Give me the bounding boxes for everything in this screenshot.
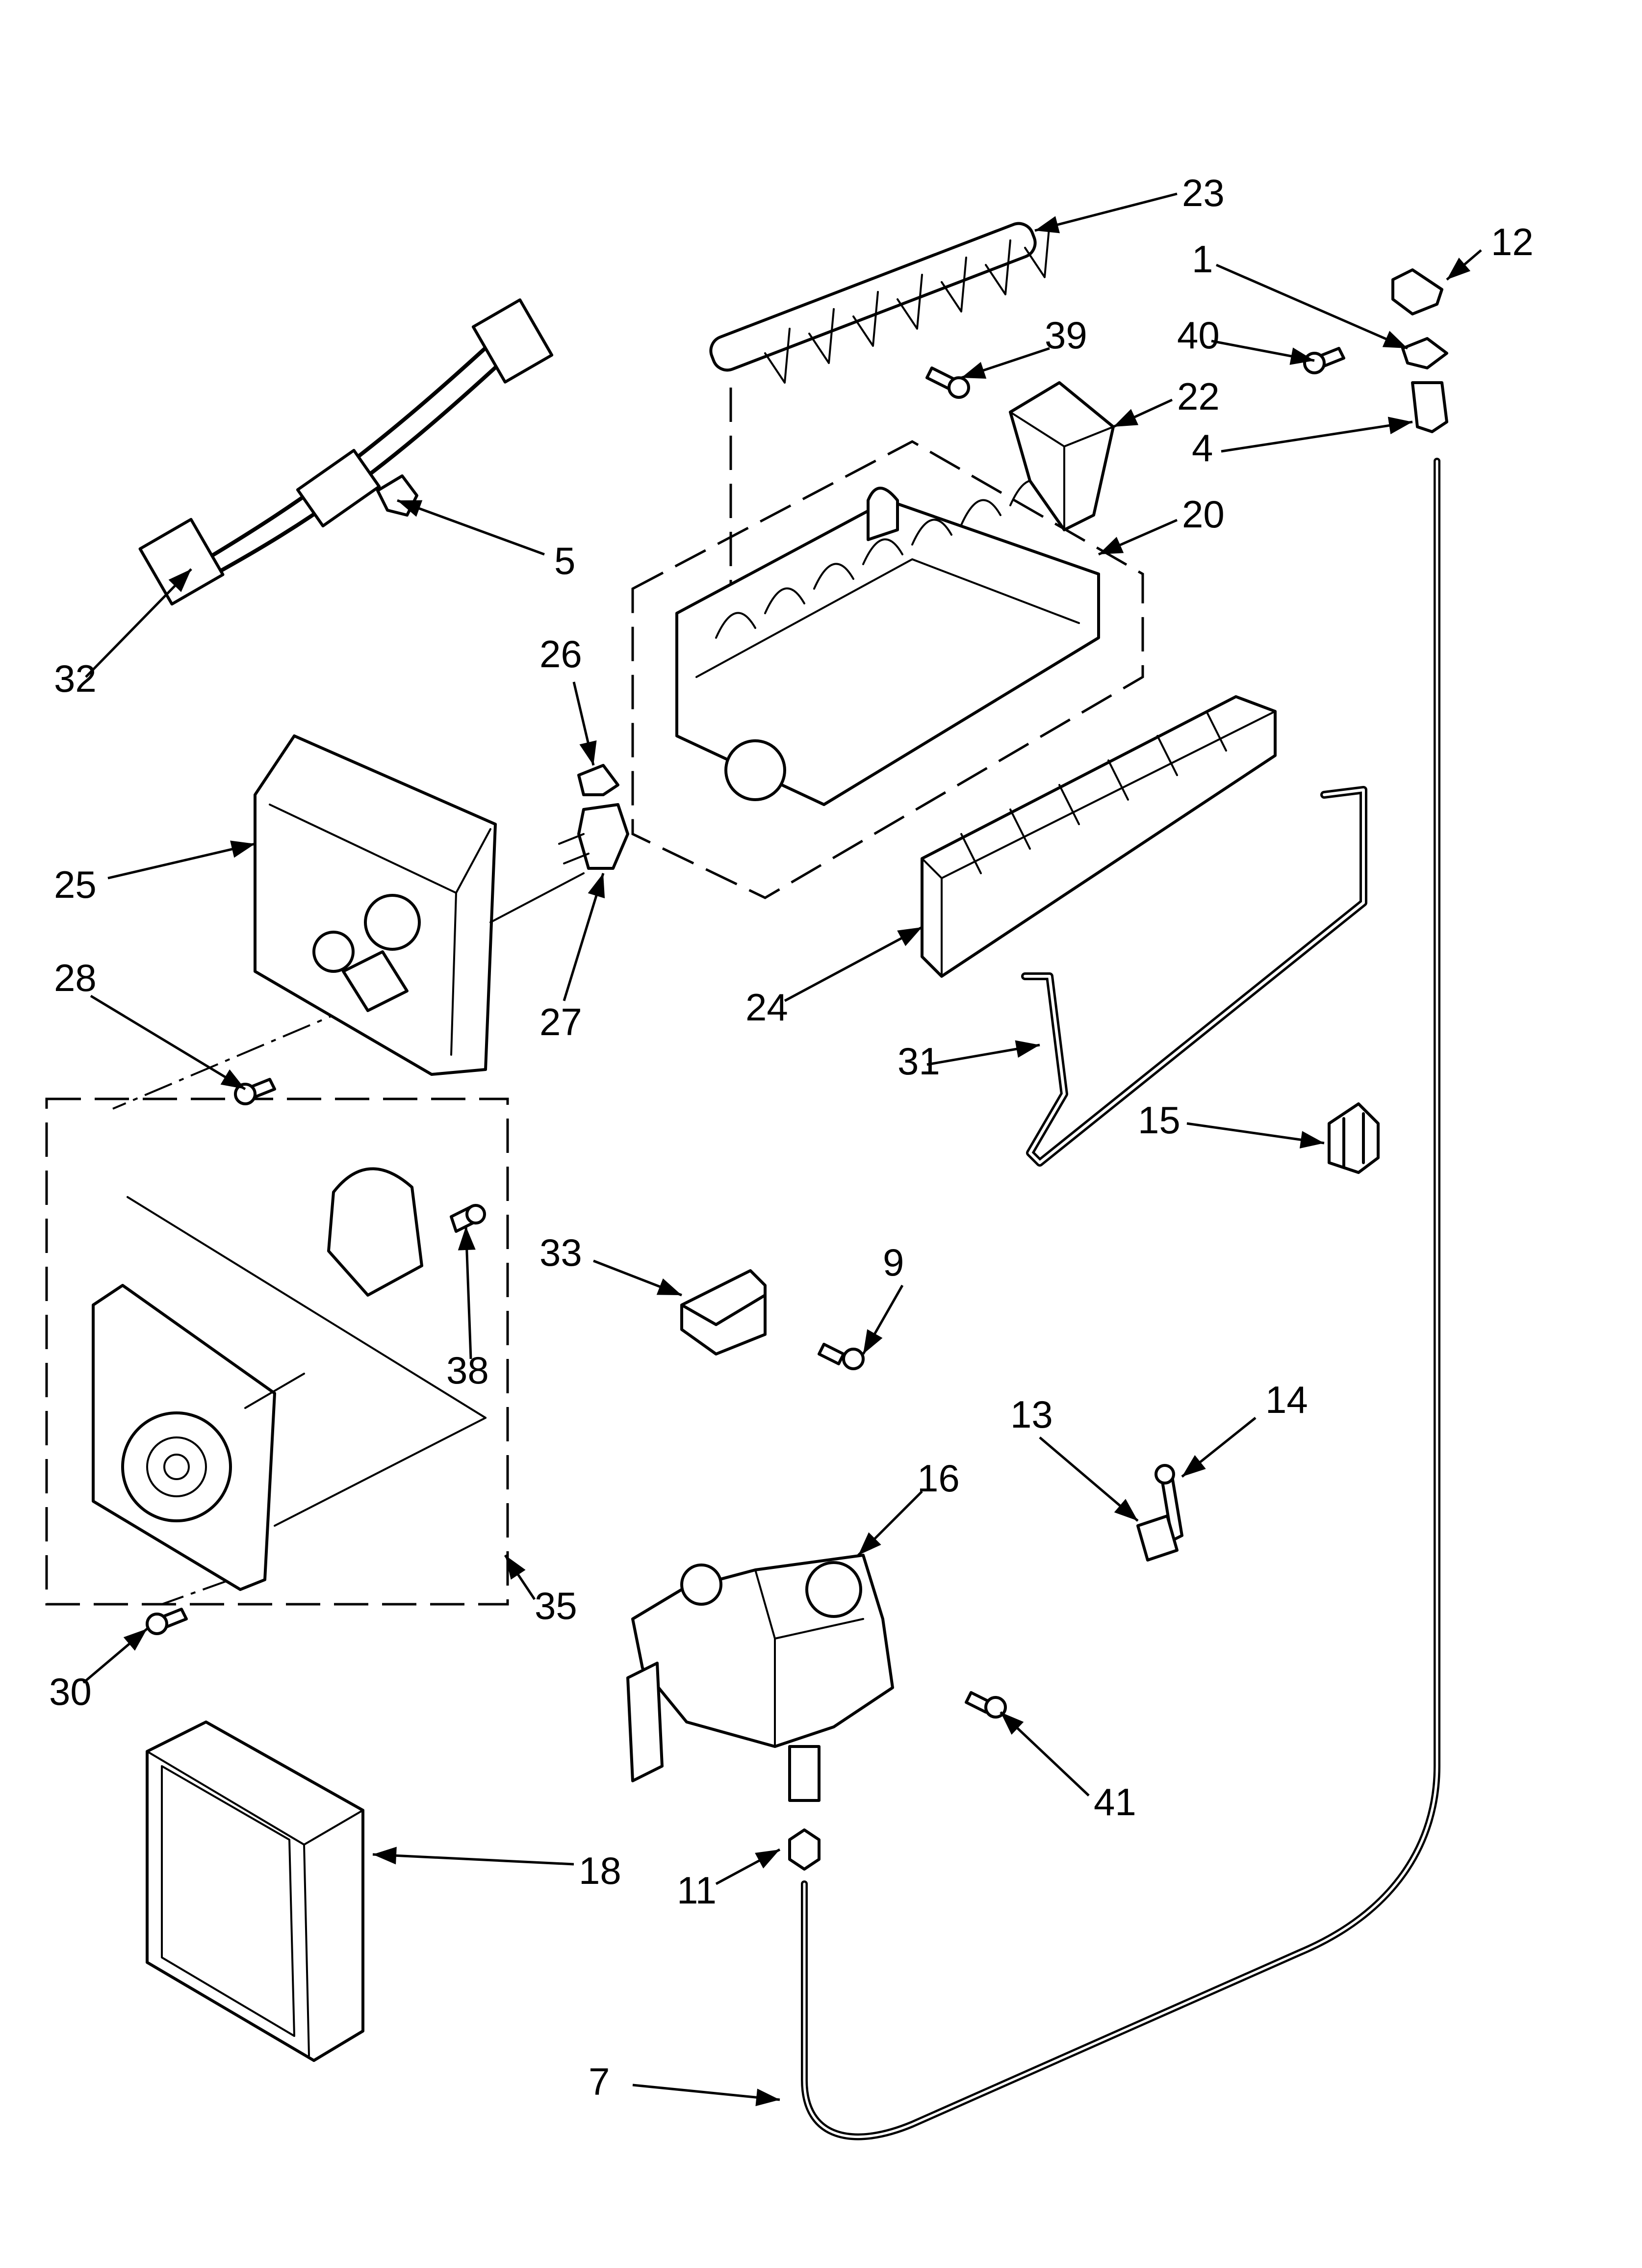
- callout-5: 5: [554, 539, 575, 582]
- nut-part-11: [788, 1828, 821, 1871]
- leader-arrowhead: [373, 1847, 397, 1865]
- grommet-part-4: [1411, 381, 1448, 433]
- callout-13: 13: [1010, 1393, 1053, 1436]
- leader-arrowhead: [1113, 409, 1139, 427]
- callout-7: 7: [589, 2060, 610, 2103]
- callout-18: 18: [579, 1849, 621, 1892]
- callout-labels: 23 12 1 39 40 22 4 5 20 32 26 25 28 27 2…: [49, 171, 1534, 2103]
- leader-arrowhead: [220, 1069, 245, 1089]
- callout-39: 39: [1045, 313, 1087, 357]
- leader-arrowhead: [123, 1629, 147, 1651]
- screw-part-39: [925, 366, 970, 399]
- leader-line: [372, 1853, 574, 1866]
- callout-22: 22: [1177, 375, 1220, 418]
- leader-arrowhead: [579, 740, 597, 765]
- leader-line: [85, 568, 192, 678]
- callout-27: 27: [539, 1000, 582, 1043]
- callout-33: 33: [539, 1231, 582, 1274]
- leader-line: [1216, 263, 1408, 350]
- leader-arrowhead: [755, 1850, 780, 1869]
- leader-line: [1221, 420, 1413, 453]
- leader-arrowhead: [961, 362, 987, 379]
- leader-arrowhead: [397, 500, 423, 517]
- callout-12: 12: [1491, 220, 1534, 263]
- callout-24: 24: [745, 986, 788, 1029]
- leader-arrowhead: [458, 1226, 476, 1251]
- wire-harness-part-32: [138, 298, 554, 606]
- ejector-part-23: [709, 222, 1051, 384]
- leader-arrowhead: [1182, 1455, 1206, 1477]
- callout-26: 26: [539, 632, 582, 676]
- callout-4: 4: [1192, 426, 1213, 469]
- callout-28: 28: [54, 956, 97, 999]
- callout-35: 35: [535, 1584, 577, 1627]
- leader-line: [90, 994, 246, 1091]
- callout-31: 31: [898, 1040, 940, 1083]
- callout-16: 16: [917, 1457, 960, 1500]
- callout-38: 38: [446, 1349, 489, 1392]
- motor-part-27: [489, 803, 629, 923]
- leader-arrowhead: [588, 873, 605, 899]
- leader-arrowhead: [1001, 1712, 1024, 1735]
- leader-arrowhead: [1099, 537, 1124, 554]
- leader-arrowhead: [505, 1555, 526, 1580]
- leader-arrowhead: [858, 1532, 881, 1555]
- callout-1: 1: [1192, 237, 1213, 281]
- leader-arrowhead: [1035, 216, 1060, 234]
- leader-line: [784, 926, 923, 1002]
- leader-arrowhead: [755, 2088, 780, 2107]
- callout-40: 40: [1177, 313, 1220, 357]
- leader-arrowhead: [1387, 417, 1412, 435]
- plug-part-26: [577, 764, 619, 796]
- screw-part-38: [450, 1204, 486, 1233]
- callout-23: 23: [1182, 171, 1225, 214]
- water-tube-inner-line: [803, 460, 1438, 2138]
- leader-line: [397, 499, 545, 556]
- leader-line: [1034, 192, 1178, 232]
- clamp-part-13: [1136, 1514, 1179, 1562]
- kit-dashdot-guide: [161, 1579, 231, 1605]
- screw-part-30: [146, 1608, 188, 1635]
- control-housing-part-25: [254, 734, 497, 1076]
- clip-part-15: [1328, 1102, 1380, 1174]
- leader-arrowhead: [1015, 1040, 1040, 1058]
- cover-part-18: [146, 1721, 364, 2062]
- callout-15: 15: [1138, 1098, 1180, 1142]
- bracket-part-33: [680, 1269, 767, 1356]
- callout-25: 25: [54, 863, 97, 906]
- callout-20: 20: [1182, 493, 1225, 536]
- leader-arrowhead: [1114, 1499, 1138, 1521]
- leader-arrowhead: [1289, 347, 1314, 365]
- leader-arrowhead: [656, 1278, 682, 1295]
- leader-arrowhead: [1447, 258, 1471, 280]
- bin-part-24: [921, 695, 1277, 978]
- mold-part-20: [675, 479, 1100, 806]
- callout-9: 9: [883, 1241, 904, 1284]
- leader-line: [107, 842, 256, 880]
- water-valve-part-16: [626, 1554, 894, 1802]
- inlet-clamp-part-1: [1401, 337, 1448, 369]
- leader-arrowhead: [230, 840, 255, 858]
- shutoff-arm-inner-line: [1024, 788, 1365, 1164]
- callout-41: 41: [1094, 1780, 1136, 1824]
- screw-part-12: [1391, 268, 1443, 315]
- callout-32: 32: [54, 657, 97, 700]
- callout-30: 30: [49, 1670, 92, 1713]
- leader-arrowhead: [168, 569, 191, 592]
- callout-11: 11: [677, 1869, 717, 1912]
- screw-part-9: [818, 1343, 865, 1370]
- control-kit-part-35: [92, 1167, 487, 1591]
- screw-part-41: [965, 1691, 1007, 1719]
- leader-arrowhead: [897, 927, 922, 946]
- leader-arrowhead: [863, 1329, 883, 1354]
- screw-part-28: [234, 1078, 276, 1105]
- ice-maker-assembly-dashed-outline: [631, 440, 1144, 899]
- callout-14: 14: [1265, 1378, 1308, 1421]
- fill-cup-part-22: [1009, 381, 1115, 531]
- leader-arrowhead: [1299, 1131, 1324, 1149]
- leader-lines: [82, 192, 1482, 2107]
- leader-arrowhead: [1382, 331, 1408, 348]
- leader-line: [632, 2084, 780, 2101]
